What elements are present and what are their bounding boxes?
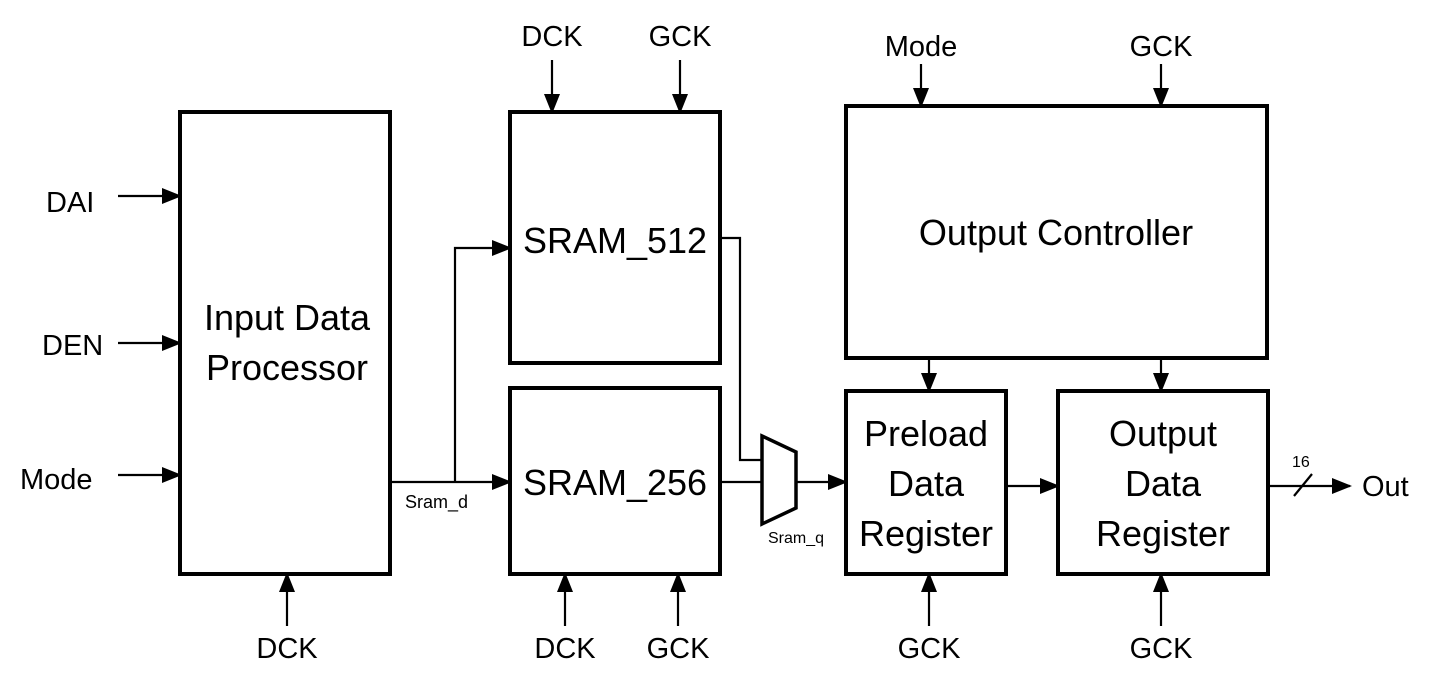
- mode-input-label: Mode: [20, 464, 93, 496]
- output-register-label-line2: Data: [1125, 463, 1202, 504]
- dck-input-processor-signal: DCK: [256, 572, 318, 665]
- sram-d-to-sram512-arrow: [453, 240, 512, 482]
- den-label: DEN: [42, 330, 103, 362]
- dck-input-processor-label: DCK: [256, 633, 318, 665]
- dck-sram512-label: DCK: [521, 21, 583, 53]
- sram-d-bus: Sram_d: [390, 240, 512, 513]
- input-processor-label-line1: Input Data: [204, 297, 371, 338]
- mode-controller-label: Mode: [885, 31, 958, 63]
- sram-512-label: SRAM_512: [523, 220, 707, 261]
- sram-256-label: SRAM_256: [523, 462, 707, 503]
- dai-label: DAI: [46, 187, 94, 219]
- sram-512-block: SRAM_512: [508, 110, 722, 365]
- preload-label-line2: Data: [888, 463, 965, 504]
- sram-256-block: SRAM_256: [508, 386, 722, 576]
- input-processor-label-line2: Processor: [206, 347, 368, 388]
- output-controller-block: Output Controller: [844, 104, 1269, 360]
- output-register-label-line3: Register: [1096, 513, 1230, 554]
- output-register-label-line1: Output: [1109, 413, 1217, 454]
- preload-label-line3: Register: [859, 513, 993, 554]
- output-controller-label: Output Controller: [919, 212, 1193, 253]
- sram-512-clock-inputs: DCK GCK: [521, 21, 713, 114]
- gck-sram256-label: GCK: [647, 633, 711, 665]
- gck-sram512-label: GCK: [649, 21, 713, 53]
- preload-data-register-block: Preload Data Register: [844, 389, 1008, 576]
- sram-output-wires: [720, 236, 762, 484]
- sram-d-label: Sram_d: [405, 492, 468, 513]
- sram-512-output-wire: [720, 236, 762, 462]
- mux: Sram_q: [760, 433, 848, 547]
- sram-256-clock-inputs: DCK GCK: [534, 572, 711, 665]
- dai-input-signal: DAI: [46, 187, 182, 219]
- output-data-register-block: Output Data Register: [1056, 389, 1270, 576]
- preload-label-line1: Preload: [864, 413, 988, 454]
- gck-output-register-signal: GCK: [1130, 572, 1194, 665]
- gck-preload-signal: GCK: [898, 572, 962, 665]
- output-bus: 16 Out: [1268, 454, 1409, 503]
- dck-sram256-label: DCK: [534, 633, 596, 665]
- input-data-processor-block: Input Data Processor: [178, 110, 392, 576]
- den-input-signal: DEN: [42, 330, 182, 362]
- gck-controller-label: GCK: [1130, 31, 1194, 63]
- controller-to-registers-wires: [921, 358, 1169, 393]
- mode-input-signal: Mode: [20, 464, 182, 496]
- bus-width-label: 16: [1292, 454, 1310, 471]
- sram-q-label: Sram_q: [768, 530, 824, 547]
- output-controller-inputs: Mode GCK: [885, 31, 1194, 108]
- out-label: Out: [1362, 471, 1409, 503]
- bus-width-slash: [1293, 473, 1313, 497]
- gck-output-register-label: GCK: [1130, 633, 1194, 665]
- mux-shape: [760, 433, 798, 527]
- gck-preload-label: GCK: [898, 633, 962, 665]
